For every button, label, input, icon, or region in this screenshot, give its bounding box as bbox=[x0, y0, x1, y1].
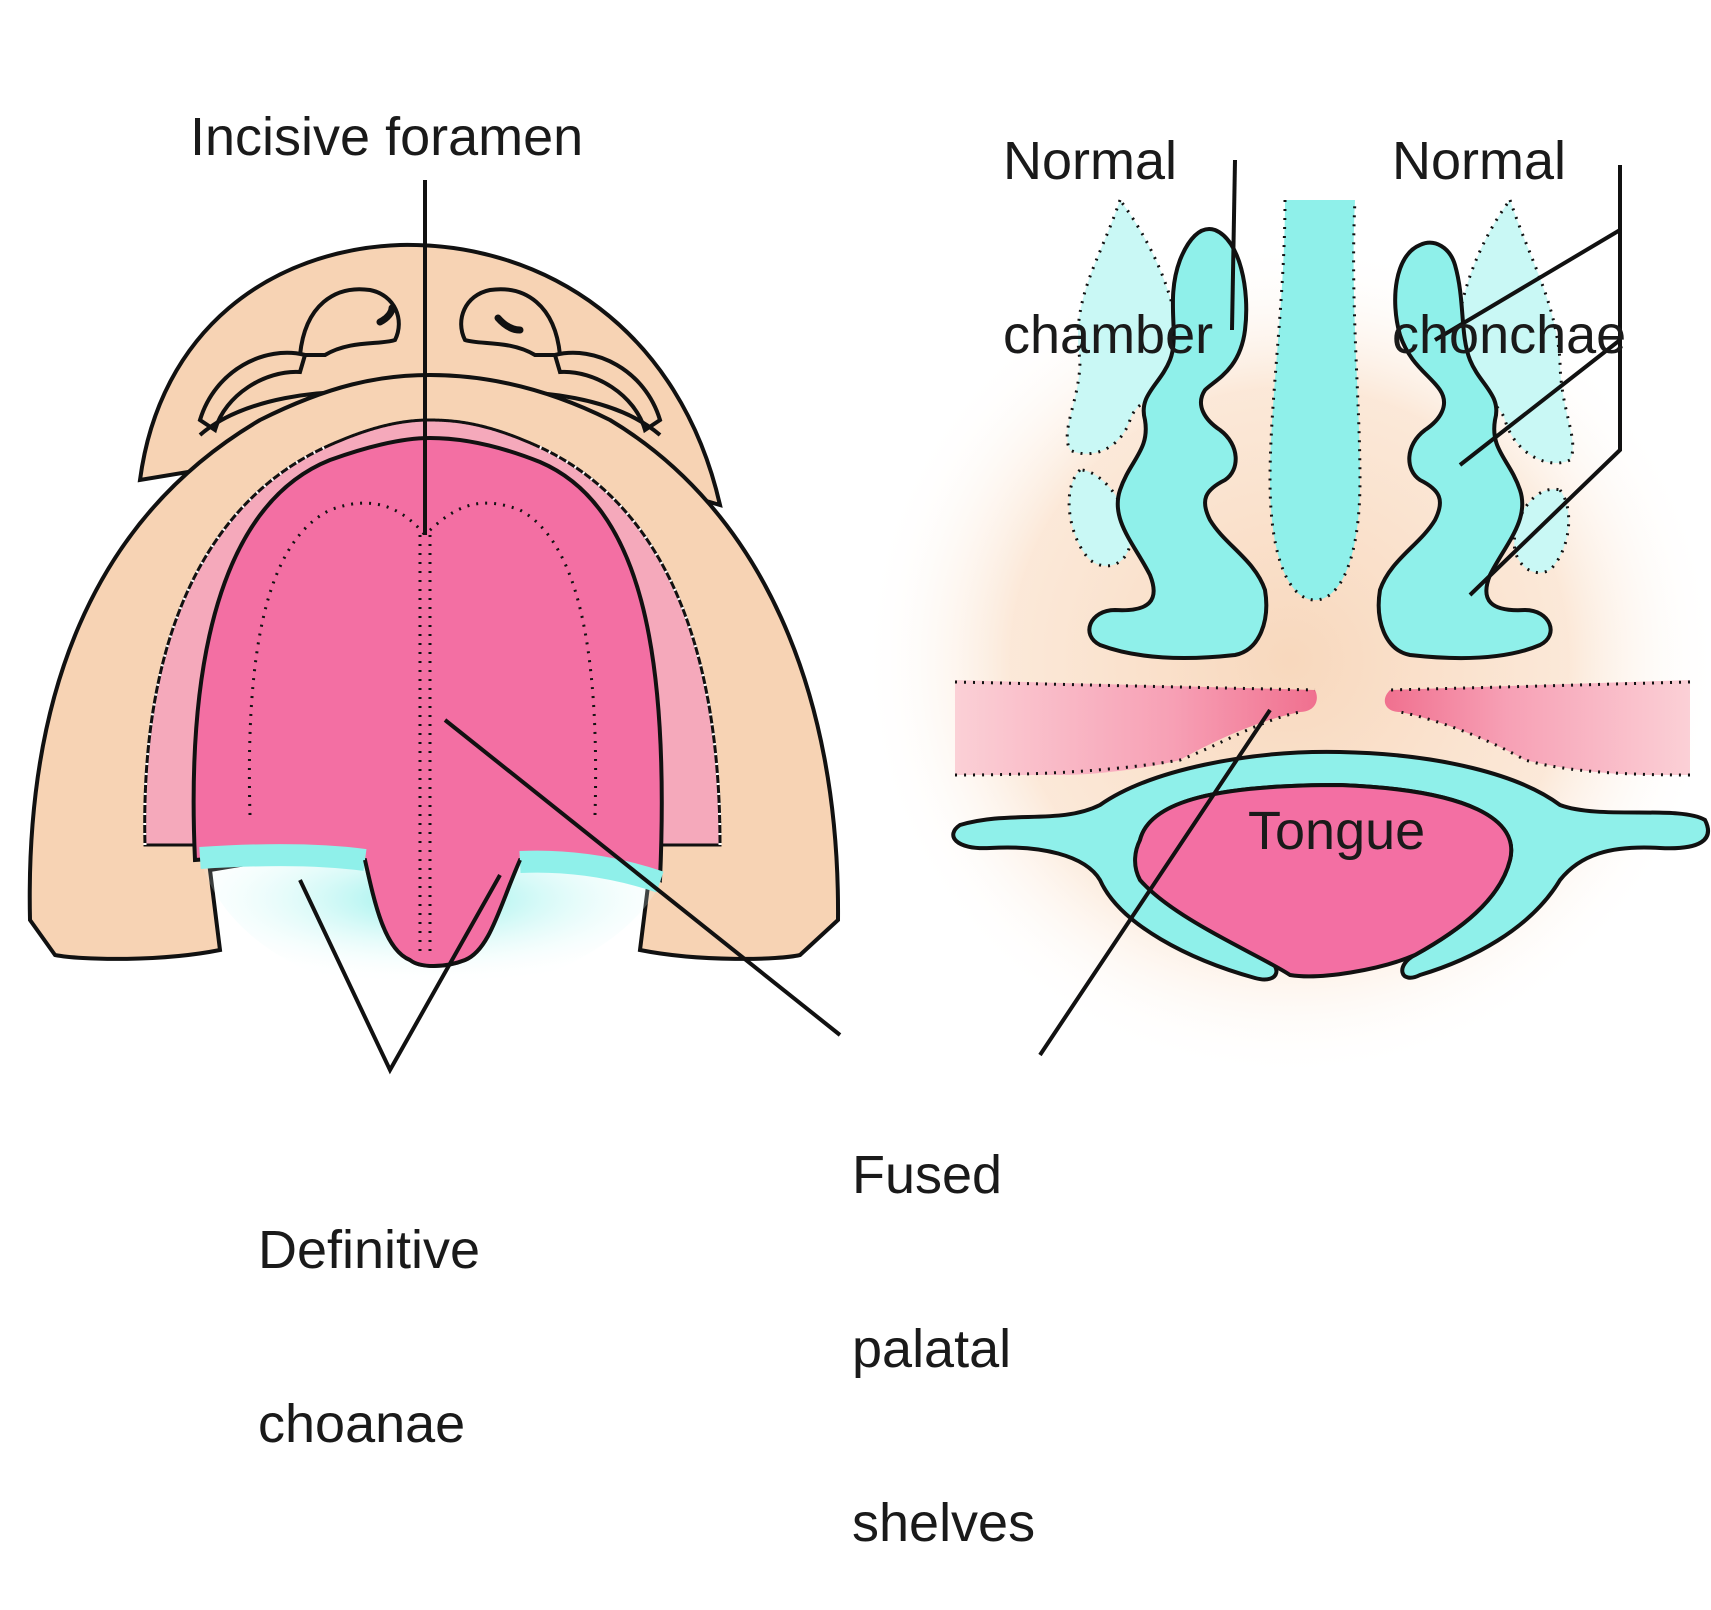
label-normal-chamber-line1: Normal bbox=[1003, 132, 1213, 190]
label-normal-conchae-line2: chonchae bbox=[1392, 306, 1626, 364]
choana-left-band bbox=[200, 855, 365, 860]
label-normal-conchae: Normal chonchae bbox=[1392, 16, 1626, 422]
label-fused-palatal-shelves: Fused palatal shelves bbox=[852, 1030, 1035, 1610]
label-fused-line3: shelves bbox=[852, 1494, 1035, 1552]
label-normal-chamber-line2: chamber bbox=[1003, 306, 1213, 364]
label-tongue: Tongue bbox=[1248, 802, 1425, 860]
label-normal-conchae-line1: Normal bbox=[1392, 132, 1626, 190]
label-choanae-line2: choanae bbox=[258, 1395, 480, 1453]
label-fused-line1: Fused bbox=[852, 1146, 1035, 1204]
palate-ventral-view bbox=[30, 245, 838, 1000]
label-normal-chamber: Normal chamber bbox=[1003, 16, 1213, 422]
nasal-septum-dotted bbox=[1270, 200, 1360, 600]
label-incisive-foramen: Incisive foramen bbox=[190, 108, 583, 166]
diagram-canvas: Incisive foramen Normal chamber Normal c… bbox=[0, 0, 1711, 1242]
label-definitive-choanae: Definitive choanae bbox=[258, 1105, 480, 1511]
label-choanae-line1: Definitive bbox=[258, 1221, 480, 1279]
label-fused-line2: palatal bbox=[852, 1320, 1035, 1378]
